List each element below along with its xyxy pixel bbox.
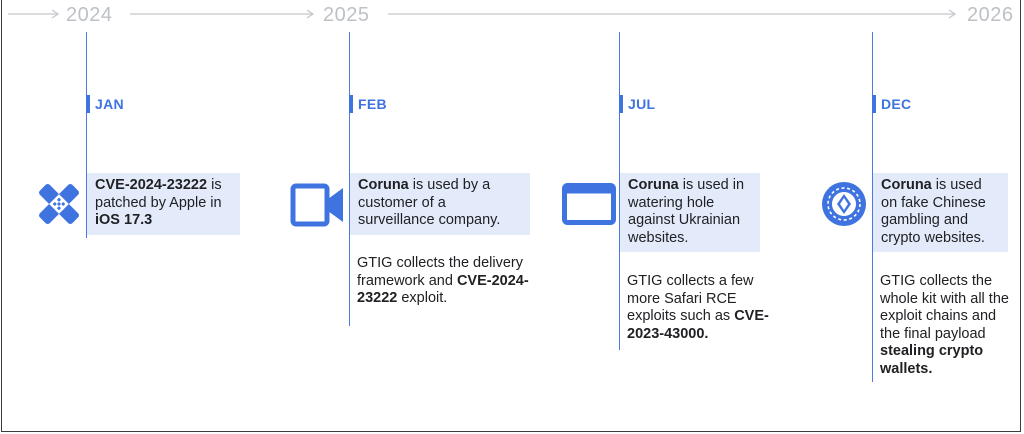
event-box-dec: Coruna is used on fake Chinese gambling …: [873, 173, 1008, 252]
year-label-2026: 2026: [967, 4, 1014, 26]
month-marker-jan: JAN: [86, 95, 124, 113]
month-label: FEB: [358, 96, 387, 112]
timeline-line-feb: [349, 32, 350, 326]
note-text: exploit.: [397, 290, 448, 306]
timeline-line-jul: [619, 32, 620, 350]
arrow-head: [306, 9, 315, 19]
note-text: GTIG collects a few more Safari RCE expl…: [627, 273, 754, 324]
event-text: is used in watering hole against Ukraini…: [628, 177, 745, 246]
month-marker-jul: JUL: [619, 95, 655, 113]
cve-id: CVE-2024-23222: [95, 177, 208, 193]
event-text: is used by a customer of a surveillance …: [358, 177, 501, 228]
payload-text: stealing crypto wallets.: [880, 343, 984, 377]
event-box-feb: Coruna is used by a customer of a survei…: [350, 173, 530, 235]
year-label-2024: 2024: [66, 4, 113, 26]
coruna-name: Coruna: [881, 177, 932, 193]
coruna-name: Coruna: [628, 177, 679, 193]
month-marker-feb: FEB: [349, 95, 387, 113]
event-note-feb: GTIG collects the delivery framework and…: [349, 255, 537, 308]
year-label-2025: 2025: [323, 4, 370, 26]
event-note-dec: GTIG collects the whole kit with all the…: [872, 273, 1020, 378]
year-axis: [8, 9, 957, 19]
month-label: JAN: [95, 96, 124, 112]
month-label: DEC: [881, 96, 912, 112]
video-camera-icon: [290, 183, 343, 227]
event-box-jan: CVE-2024-23222 is patched by Apple in iO…: [87, 173, 240, 235]
note-text: GTIG collects the delivery framework and: [357, 255, 523, 289]
event-note-jul: GTIG collects a few more Safari RCE expl…: [619, 273, 787, 343]
browser-window-icon: [562, 183, 616, 225]
bandage-icon: [39, 184, 79, 224]
cve-id: CVE-2023-43000.: [627, 308, 769, 342]
ios-version: iOS 17.3: [95, 212, 153, 228]
event-box-jul: Coruna is used in watering hole against …: [620, 173, 760, 252]
event-text: is patched by Apple in: [95, 177, 222, 211]
cve-id: CVE-2024-23222: [357, 272, 529, 307]
event-text: is used on fake Chinese gambling and cry…: [881, 177, 986, 246]
month-marker-dec: DEC: [872, 95, 911, 113]
arrow-head: [948, 9, 957, 19]
note-text: GTIG collects the whole kit with all the…: [880, 273, 1009, 342]
month-label: JUL: [628, 96, 656, 112]
arrow-head: [51, 9, 60, 19]
timeline-line-jan: [86, 32, 87, 238]
crypto-coin-icon: [822, 182, 866, 226]
coruna-name: Coruna: [358, 177, 409, 193]
timeline-line-dec: [872, 32, 873, 382]
